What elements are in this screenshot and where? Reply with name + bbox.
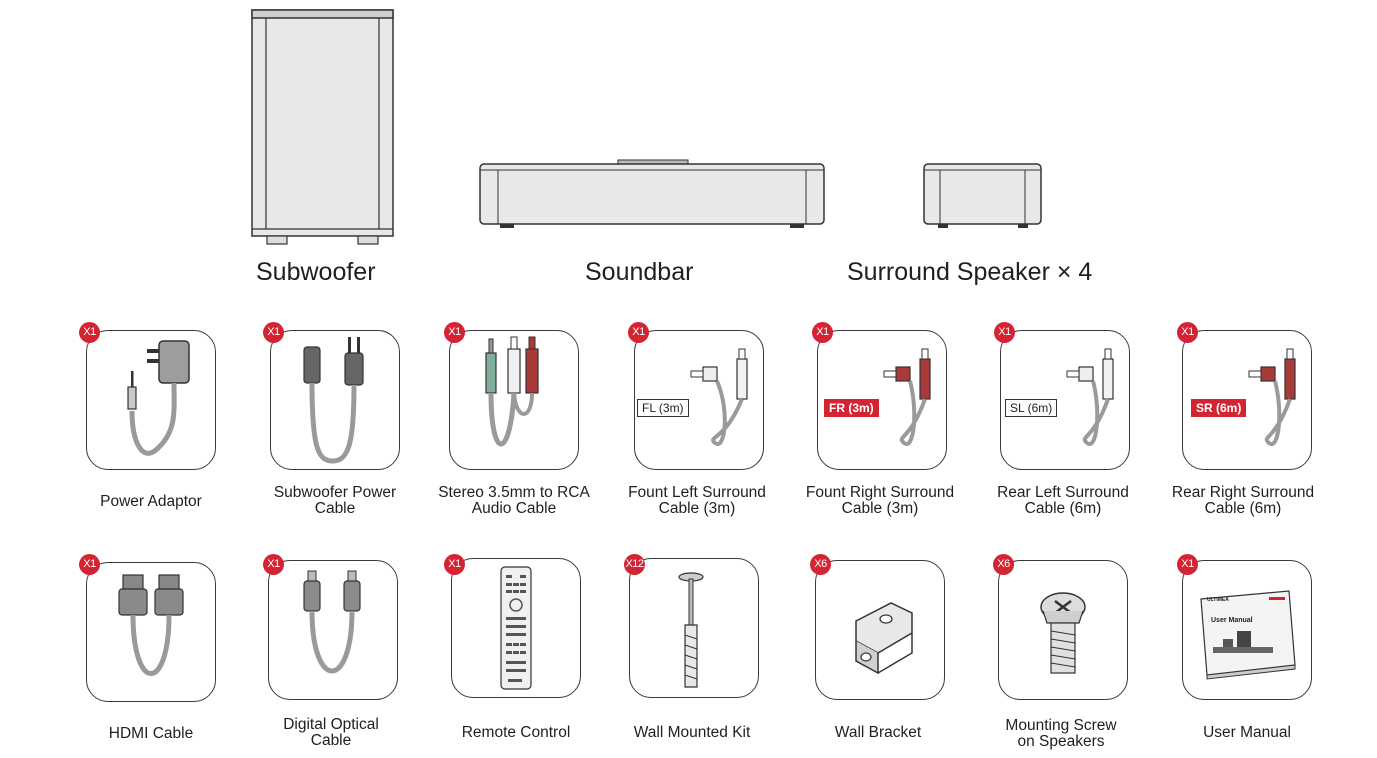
quantity-badge: X1 [444,554,465,575]
accessory-caption: HDMI Cable [108,725,194,742]
manual-brand: ULTIMEA [1207,597,1229,603]
accessory-card-rear-right-cable: SR (6m) [1182,330,1312,470]
optical-cable-icon [303,570,361,674]
surround-cable-icon [690,348,748,447]
accessory-card-optical-cable [268,560,398,700]
accessory-card-rear-left-cable: SL (6m) [1000,330,1130,470]
accessory-card-user-manual: ULTIMEA User Manual [1182,560,1312,700]
cable-tag: SR (6m) [1191,399,1247,417]
user-manual-icon [1200,590,1296,680]
quantity-badge: X6 [810,554,831,575]
rca-cable-icon [485,336,539,447]
accessory-card-subwoofer-power-cable [270,330,400,470]
accessory-caption: Power Adaptor [100,493,202,510]
remote-control-icon [500,566,532,690]
quantity-badge: X1 [263,322,284,343]
cable-tag: SL (6m) [1005,399,1058,417]
accessory-card-wall-mounted-kit [629,558,759,698]
subwoofer-label: Subwoofer [256,258,376,286]
quantity-badge: X1 [628,322,649,343]
accessory-card-hdmi-cable [86,562,216,702]
power-adaptor-icon [127,340,190,456]
power-cable-icon [303,337,364,464]
quantity-badge: X1 [263,554,284,575]
accessory-caption: Wall Bracket [834,724,922,741]
quantity-badge: X1 [1177,554,1198,575]
accessory-card-stereo-rca-cable [449,330,579,470]
surround-cable-icon [1248,348,1296,447]
accessory-card-mounting-screw [998,560,1128,700]
surround-cable-icon [883,348,931,447]
quantity-badge: X1 [1177,322,1198,343]
cable-tag: FR (3m) [824,399,879,417]
wall-bracket-icon [855,602,913,675]
manual-title: User Manual [1211,617,1253,624]
accessory-card-remote-control [451,558,581,698]
quantity-badge: X6 [993,554,1014,575]
quantity-badge: X1 [812,322,833,343]
accessory-card-wall-bracket [815,560,945,700]
accessory-caption: Remote Control [461,724,571,741]
soundbar-label: Soundbar [585,258,694,286]
accessory-card-front-left-cable: FL (3m) [634,330,764,470]
cable-tag: FL (3m) [637,399,689,417]
quantity-badge: X12 [624,554,645,575]
surround-speaker-label: Surround Speaker × 4 [847,258,1093,286]
accessory-caption: Wall Mounted Kit [633,724,751,741]
surround-cable-icon [1066,348,1114,447]
quantity-badge: X1 [79,554,100,575]
accessory-caption: User Manual [1203,724,1291,741]
quantity-badge: X1 [79,322,100,343]
quantity-badge: X1 [994,322,1015,343]
accessory-card-power-adaptor [86,330,216,470]
screw-icon [1040,592,1086,674]
quantity-badge: X1 [444,322,465,343]
wall-anchor-icon [678,572,704,688]
hdmi-cable-icon [118,574,184,676]
accessory-card-front-right-cable: FR (3m) [817,330,947,470]
